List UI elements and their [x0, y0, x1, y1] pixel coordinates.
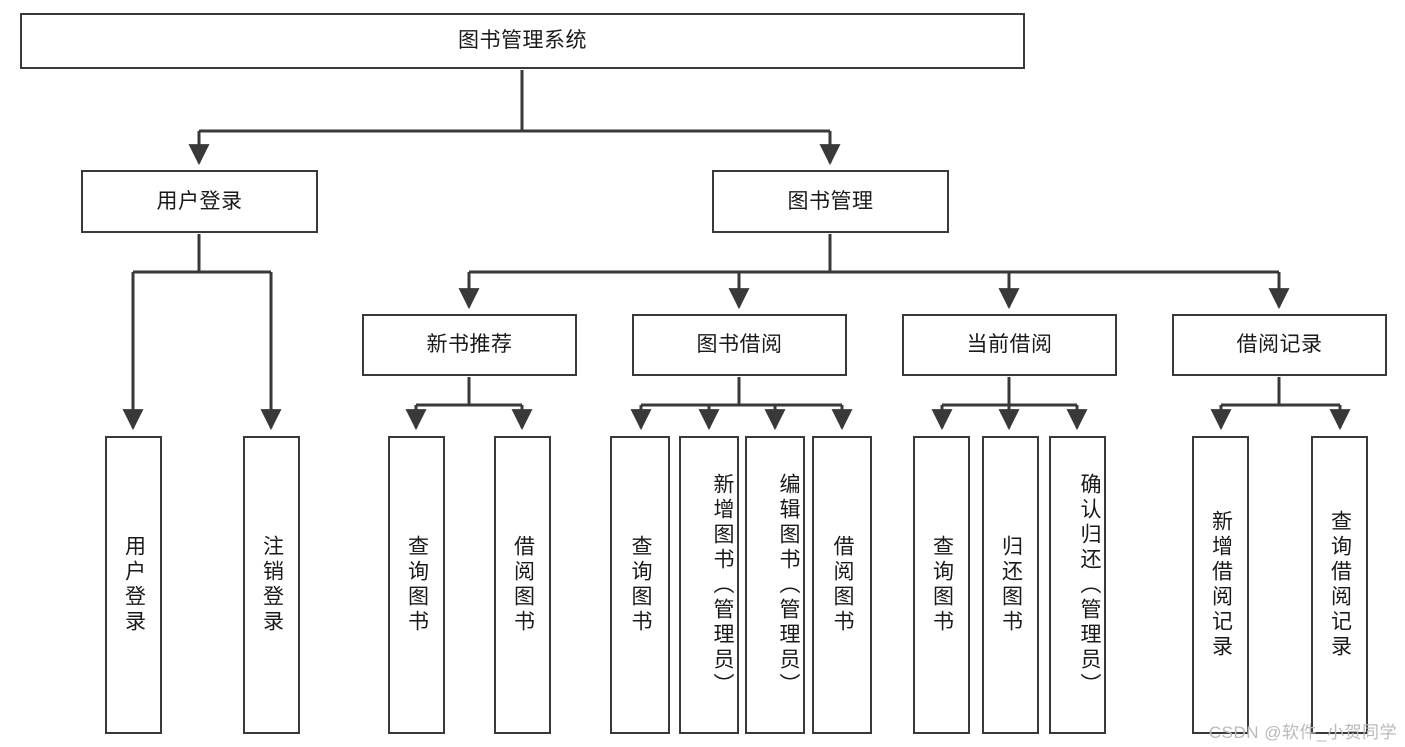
leaf-book-borrow-3[interactable]: 借阅图书	[812, 436, 872, 734]
node-borrow-record-label: 借阅记录	[1236, 333, 1323, 357]
leaf-label: 确认归还（管理员）	[1078, 472, 1101, 698]
leaf-book-borrow-1[interactable]: 新增图书（管理员）	[679, 436, 739, 734]
leaf-label: 借阅图书	[831, 535, 854, 635]
leaf-book-borrow-0[interactable]: 查询图书	[610, 436, 670, 734]
leaf-label: 注销登录	[260, 535, 284, 635]
leaf-book-borrow-2[interactable]: 编辑图书（管理员）	[745, 436, 805, 734]
node-root-label: 图书管理系统	[458, 29, 587, 53]
leaf-label: 查询图书	[629, 535, 652, 635]
leaf-label: 归还图书	[999, 535, 1023, 635]
leaf-label: 编辑图书（管理员）	[777, 472, 800, 698]
leaf-label: 新增借阅记录	[1209, 510, 1233, 660]
leaf-user-login-0[interactable]: 用户登录	[105, 436, 162, 734]
watermark: CSDN @软件_小贺同学	[1208, 723, 1397, 742]
node-book-borrow[interactable]: 图书借阅	[632, 314, 847, 376]
leaf-current-borrow-2[interactable]: 确认归还（管理员）	[1049, 436, 1106, 734]
node-new-book-rec[interactable]: 新书推荐	[362, 314, 577, 376]
leaf-borrow-record-0[interactable]: 新增借阅记录	[1192, 436, 1249, 734]
leaf-new-book-rec-0[interactable]: 查询图书	[388, 436, 445, 734]
node-current-borrow[interactable]: 当前借阅	[902, 314, 1117, 376]
leaf-label: 新增图书（管理员）	[711, 472, 734, 698]
leaf-label: 借阅图书	[511, 535, 535, 635]
node-user-login[interactable]: 用户登录	[81, 170, 318, 233]
node-root[interactable]: 图书管理系统	[20, 13, 1025, 69]
leaf-user-login-1[interactable]: 注销登录	[243, 436, 300, 734]
node-book-manage[interactable]: 图书管理	[712, 170, 949, 233]
leaf-new-book-rec-1[interactable]: 借阅图书	[494, 436, 551, 734]
node-book-borrow-label: 图书借阅	[696, 333, 783, 357]
node-current-borrow-label: 当前借阅	[966, 333, 1053, 357]
leaf-current-borrow-0[interactable]: 查询图书	[913, 436, 970, 734]
node-borrow-record[interactable]: 借阅记录	[1172, 314, 1387, 376]
leaf-borrow-record-1[interactable]: 查询借阅记录	[1311, 436, 1368, 734]
node-new-book-rec-label: 新书推荐	[426, 333, 513, 357]
node-book-manage-label: 图书管理	[787, 189, 874, 213]
node-user-login-label: 用户登录	[156, 189, 243, 213]
leaf-label: 查询图书	[930, 535, 954, 635]
leaf-label: 用户登录	[122, 535, 146, 635]
leaf-label: 查询借阅记录	[1328, 510, 1352, 660]
leaf-label: 查询图书	[405, 535, 429, 635]
leaf-current-borrow-1[interactable]: 归还图书	[982, 436, 1039, 734]
